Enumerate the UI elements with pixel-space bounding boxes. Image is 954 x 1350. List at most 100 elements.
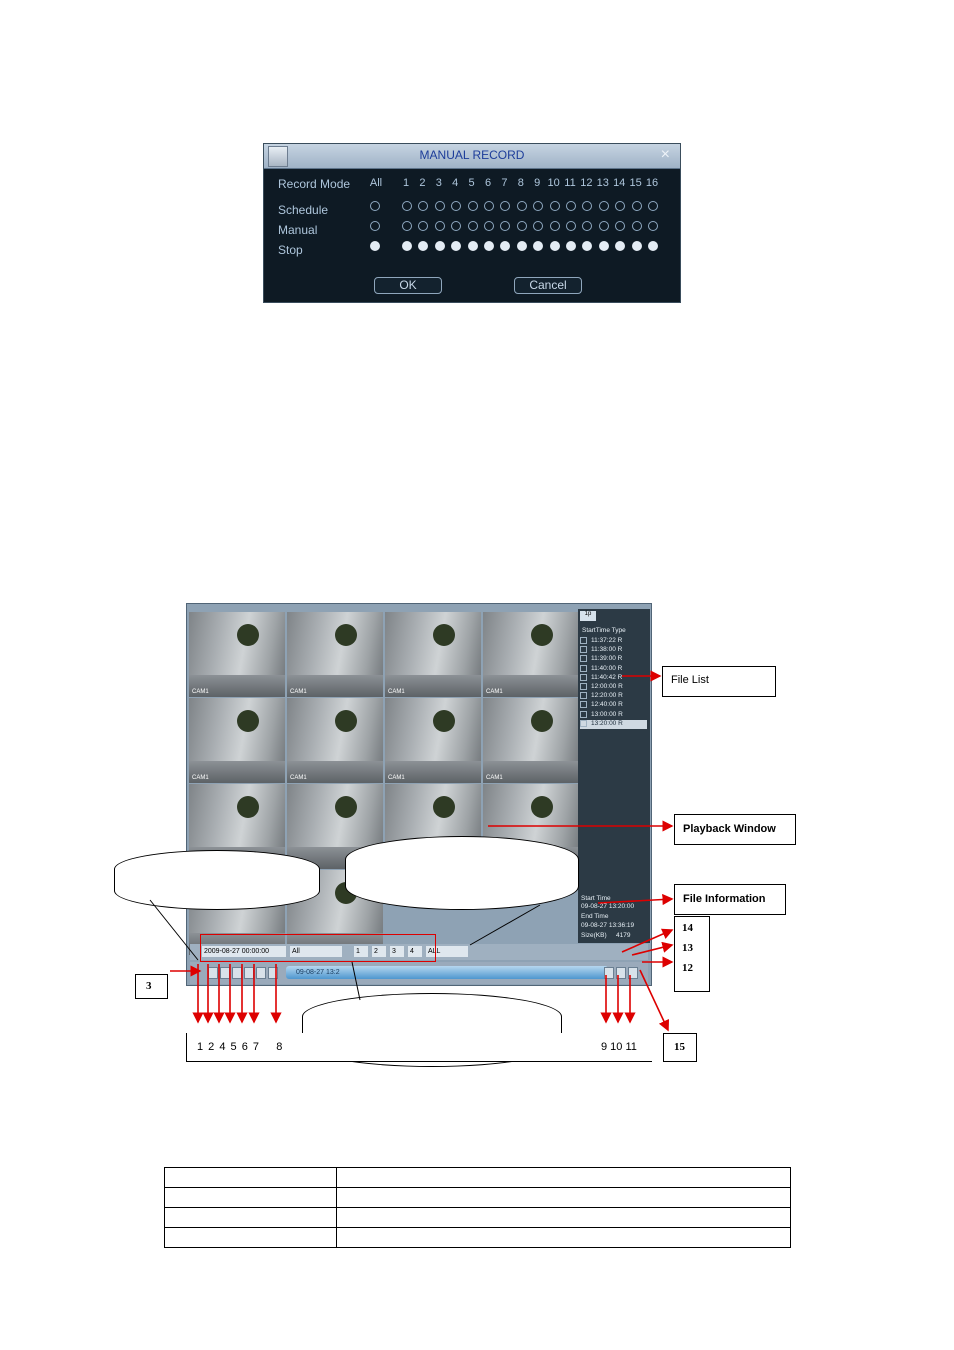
channel-select-2[interactable]: 2 bbox=[372, 946, 386, 957]
checkbox-icon[interactable] bbox=[580, 701, 587, 709]
radio-schedule-ch16[interactable] bbox=[648, 201, 658, 211]
radio-manual-ch11[interactable] bbox=[566, 221, 576, 231]
radio-schedule-ch7[interactable] bbox=[500, 201, 511, 211]
radio-schedule-ch2[interactable] bbox=[418, 201, 429, 211]
checkbox-icon[interactable] bbox=[580, 664, 587, 672]
checkbox-icon[interactable] bbox=[580, 683, 587, 690]
radio-manual-ch15[interactable] bbox=[631, 221, 642, 231]
radio-stop-ch12[interactable] bbox=[582, 241, 593, 251]
camera-view[interactable]: CAM1 bbox=[385, 698, 481, 783]
row-label-stop: Stop bbox=[278, 243, 303, 257]
checkbox-icon[interactable] bbox=[580, 719, 587, 727]
radio-all-schedule[interactable] bbox=[370, 201, 380, 211]
radio-schedule-ch4[interactable] bbox=[451, 201, 462, 211]
camera-view[interactable]: CAM1 bbox=[483, 698, 579, 783]
radio-stop-ch10[interactable] bbox=[549, 241, 560, 251]
radio-manual-ch13[interactable] bbox=[598, 221, 609, 231]
radio-stop-ch4[interactable] bbox=[451, 241, 462, 251]
ok-button[interactable]: OK bbox=[374, 277, 442, 294]
mode-select[interactable]: ALL bbox=[426, 946, 468, 957]
progress-bar[interactable]: 09-08-27 13:2 bbox=[286, 966, 608, 979]
datetime-field[interactable]: 2009-08-27 00:00:00 bbox=[202, 946, 286, 957]
radio-manual-ch3[interactable] bbox=[434, 221, 445, 231]
file-list-item[interactable]: 12:00:00 R bbox=[580, 683, 647, 692]
radio-stop-ch2[interactable] bbox=[418, 241, 429, 251]
file-list-item[interactable]: 11:39:00 R bbox=[580, 655, 647, 664]
radio-manual-ch12[interactable] bbox=[582, 221, 593, 231]
file-list-item[interactable]: 11:40:42 R bbox=[580, 673, 647, 683]
radio-manual-ch5[interactable] bbox=[467, 221, 478, 231]
file-list-item[interactable]: 11:40:00 R bbox=[580, 664, 647, 674]
camera-view[interactable]: CAM1 bbox=[287, 698, 383, 783]
radio-schedule-ch13[interactable] bbox=[598, 201, 609, 211]
radio-schedule-ch12[interactable] bbox=[582, 201, 593, 211]
fast-button[interactable] bbox=[256, 967, 266, 979]
channel-select-4[interactable]: 4 bbox=[408, 946, 422, 957]
radio-all-manual[interactable] bbox=[370, 221, 380, 231]
radio-schedule-ch5[interactable] bbox=[467, 201, 478, 211]
radio-schedule-ch6[interactable] bbox=[484, 201, 494, 211]
checkbox-icon[interactable] bbox=[580, 646, 587, 654]
search-button[interactable] bbox=[616, 967, 626, 979]
radio-all-stop[interactable] bbox=[370, 241, 380, 251]
radio-manual-ch9[interactable] bbox=[533, 221, 544, 231]
radio-stop-ch14[interactable] bbox=[615, 241, 626, 251]
radio-manual-ch1[interactable] bbox=[402, 221, 412, 231]
file-list-item[interactable]: 11:37:22 R bbox=[580, 637, 647, 646]
file-list-item[interactable]: 12:20:00 R bbox=[580, 692, 647, 701]
radio-schedule-ch8[interactable] bbox=[516, 201, 527, 211]
radio-manual-ch8[interactable] bbox=[516, 221, 527, 231]
radio-stop-ch5[interactable] bbox=[467, 241, 478, 251]
checkbox-icon[interactable] bbox=[580, 673, 587, 681]
checkbox-icon[interactable] bbox=[580, 710, 587, 718]
radio-manual-ch2[interactable] bbox=[418, 221, 429, 231]
channel-number-2: 2 bbox=[419, 177, 426, 189]
radio-stop-ch9[interactable] bbox=[533, 241, 544, 251]
radio-manual-ch10[interactable] bbox=[549, 221, 560, 231]
radio-stop-ch16[interactable] bbox=[648, 241, 658, 251]
previous-frame-button[interactable] bbox=[268, 967, 278, 979]
radio-schedule-ch14[interactable] bbox=[615, 201, 626, 211]
volume-button[interactable] bbox=[604, 967, 614, 979]
camera-view[interactable]: CAM1 bbox=[483, 612, 579, 697]
file-list-item[interactable]: 13:20:00 R bbox=[580, 719, 647, 729]
channel-select-3[interactable]: 3 bbox=[390, 946, 404, 957]
camera-view[interactable]: CAM1 bbox=[385, 612, 481, 697]
radio-schedule-ch15[interactable] bbox=[631, 201, 642, 211]
backup-button[interactable] bbox=[628, 967, 638, 979]
radio-stop-ch11[interactable] bbox=[566, 241, 576, 251]
radio-manual-ch14[interactable] bbox=[615, 221, 626, 231]
checkbox-icon[interactable] bbox=[580, 692, 587, 700]
radio-manual-ch7[interactable] bbox=[500, 221, 511, 231]
radio-stop-ch7[interactable] bbox=[500, 241, 511, 251]
file-list-item[interactable]: 12:40:00 R bbox=[580, 701, 647, 710]
radio-schedule-ch11[interactable] bbox=[566, 201, 576, 211]
camera-view[interactable]: CAM1 bbox=[189, 612, 285, 697]
checkbox-icon[interactable] bbox=[580, 655, 587, 663]
file-list-item[interactable]: 11:38:00 R bbox=[580, 646, 647, 655]
radio-stop-ch8[interactable] bbox=[516, 241, 527, 251]
checkbox-icon[interactable] bbox=[580, 637, 587, 644]
radio-schedule-ch9[interactable] bbox=[533, 201, 544, 211]
radio-schedule-ch3[interactable] bbox=[434, 201, 445, 211]
radio-stop-ch15[interactable] bbox=[631, 241, 642, 251]
radio-schedule-ch10[interactable] bbox=[549, 201, 560, 211]
radio-stop-ch1[interactable] bbox=[402, 241, 412, 251]
radio-stop-ch3[interactable] bbox=[434, 241, 445, 251]
channel-select-1[interactable]: 1 bbox=[354, 946, 368, 957]
radio-manual-ch4[interactable] bbox=[451, 221, 462, 231]
radio-schedule-ch1[interactable] bbox=[402, 201, 412, 211]
cancel-button[interactable]: Cancel bbox=[514, 277, 582, 294]
table-row bbox=[164, 1207, 791, 1228]
type-select[interactable]: All bbox=[290, 946, 342, 957]
file-list-item[interactable]: 13:00:00 R bbox=[580, 710, 647, 720]
number-14: 14 bbox=[682, 922, 693, 934]
camera-view[interactable]: CAM1 bbox=[287, 612, 383, 697]
radio-stop-ch13[interactable] bbox=[598, 241, 609, 251]
radio-manual-ch6[interactable] bbox=[484, 221, 494, 231]
file-list-tab[interactable]: 1p bbox=[580, 611, 596, 621]
radio-stop-ch6[interactable] bbox=[484, 241, 494, 251]
camera-view[interactable]: CAM1 bbox=[189, 698, 285, 783]
close-icon[interactable]: × bbox=[660, 146, 670, 163]
radio-manual-ch16[interactable] bbox=[648, 221, 658, 231]
